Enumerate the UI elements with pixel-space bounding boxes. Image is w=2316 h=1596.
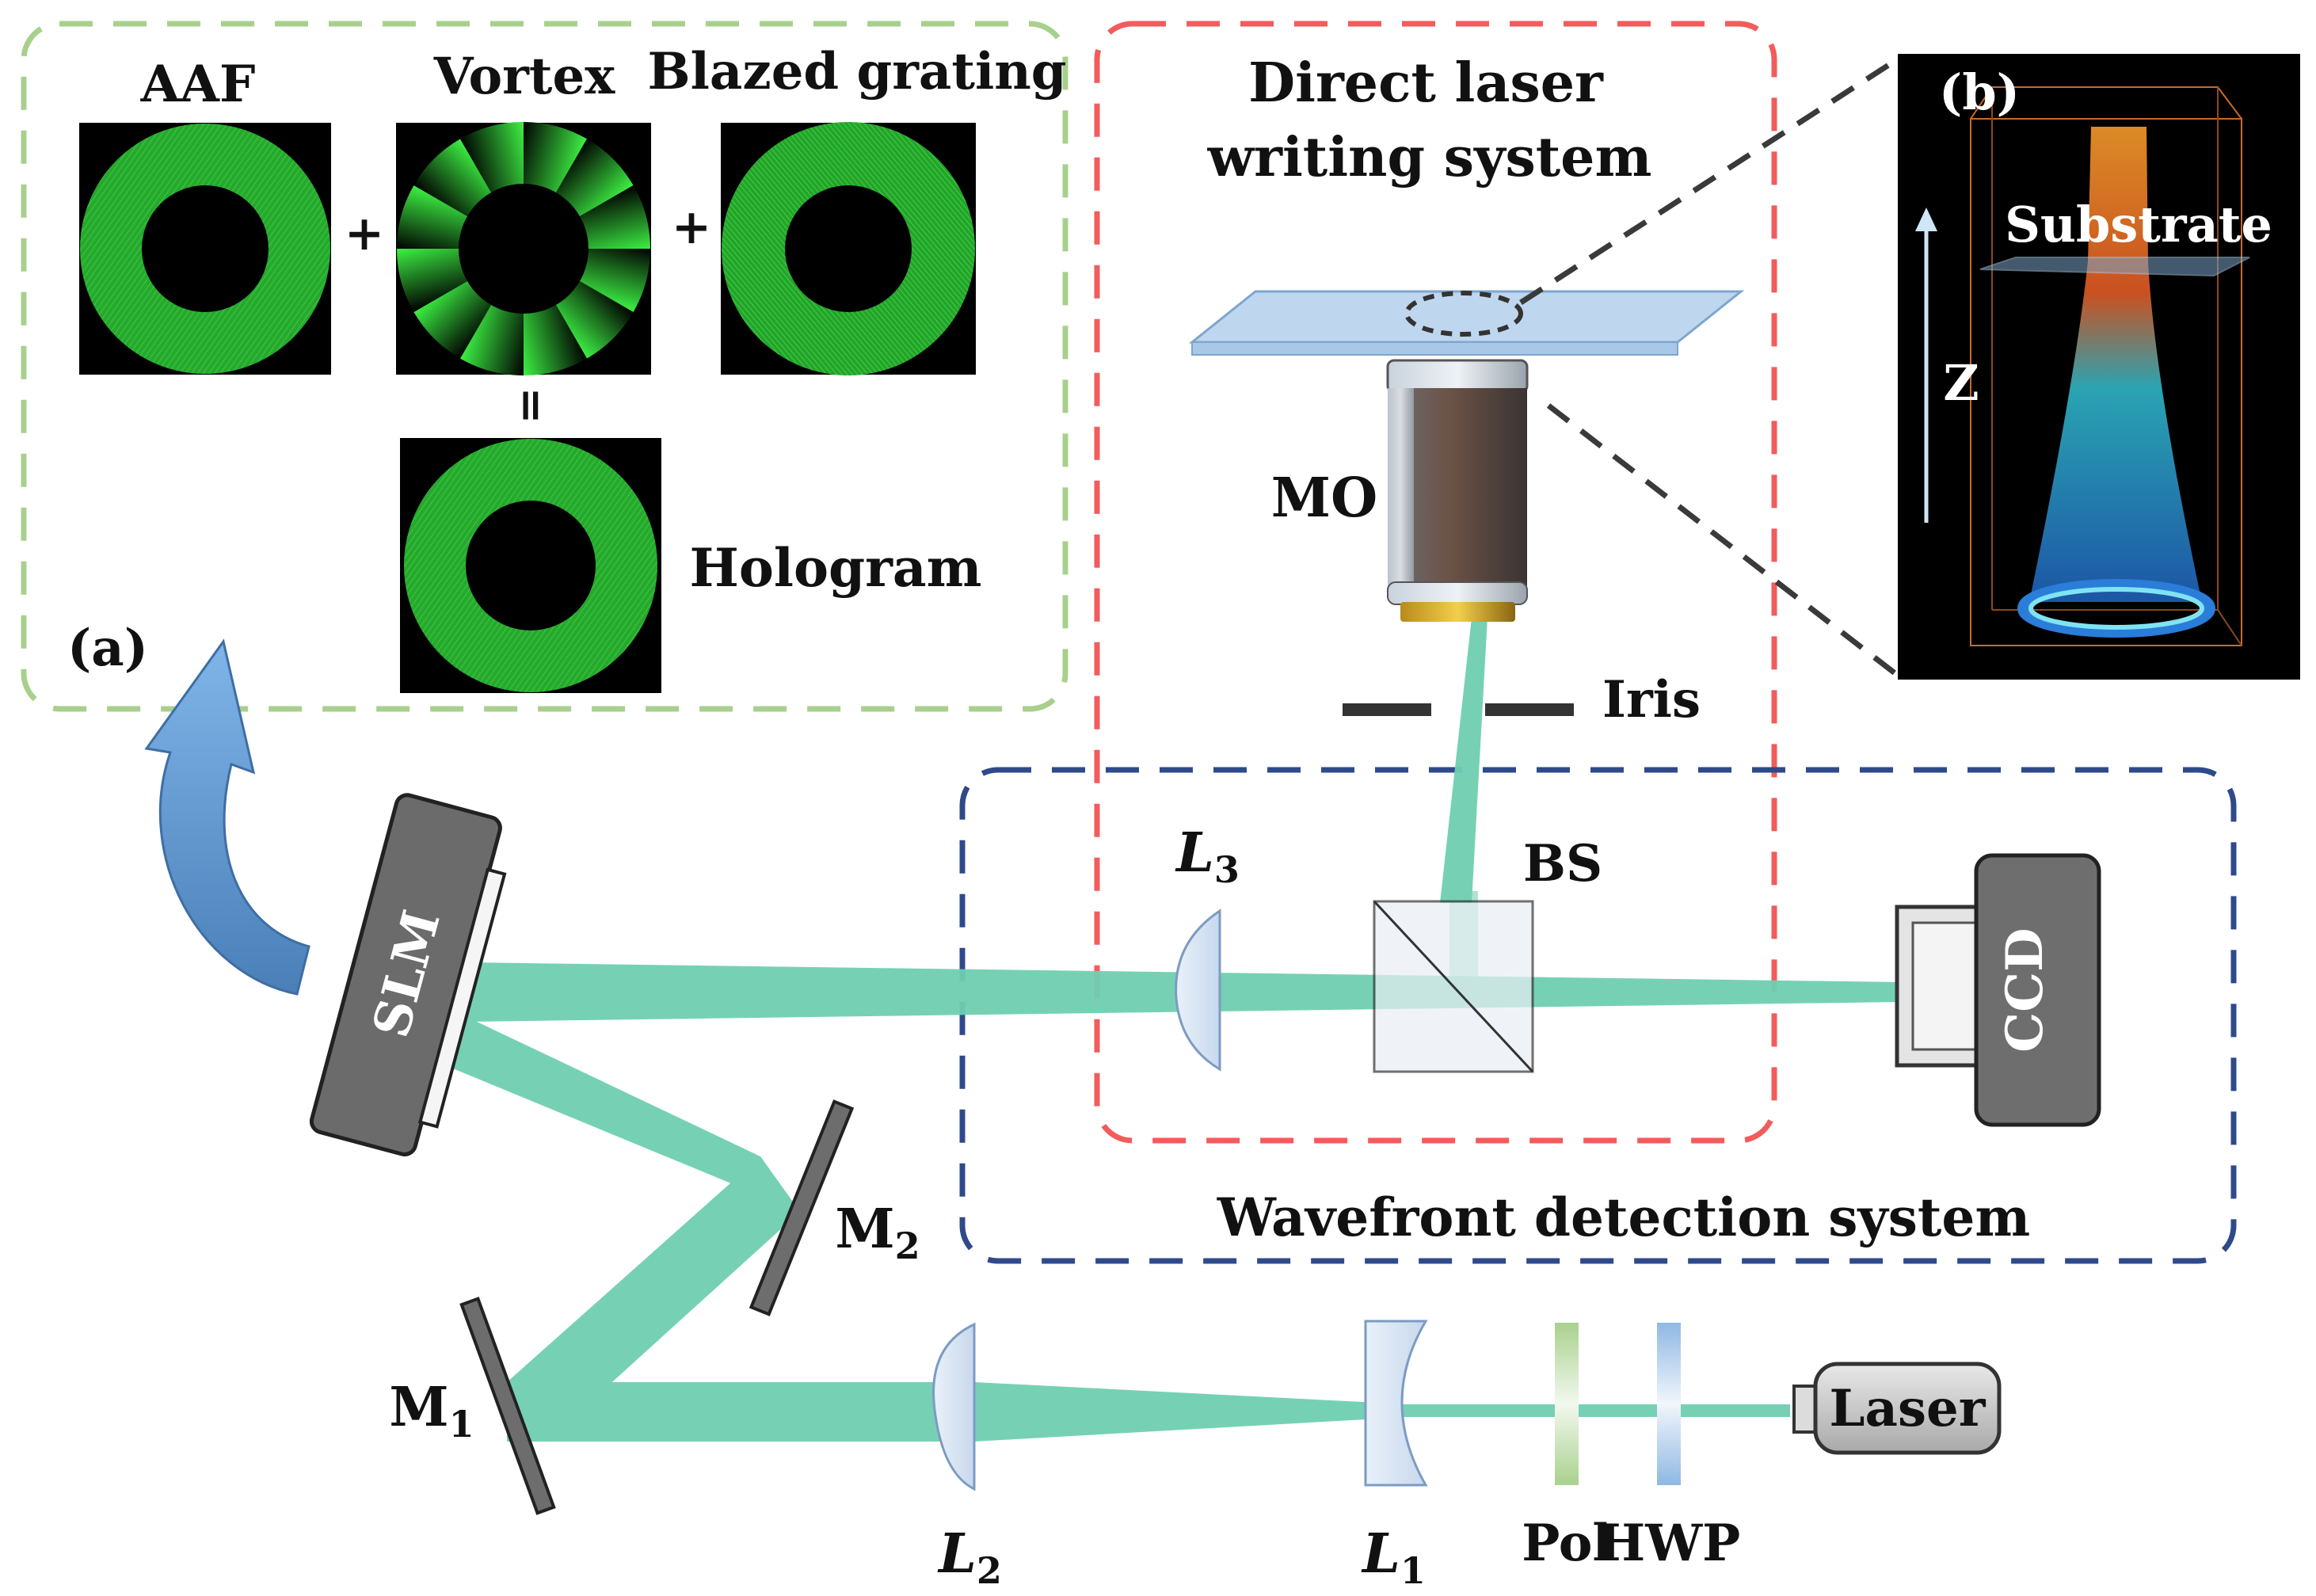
m2-subscript: 2 <box>895 1225 920 1267</box>
blazed-grating-hologram <box>721 122 976 375</box>
equals-sign: = <box>505 387 558 425</box>
lens-l1 <box>1364 1320 1428 1487</box>
laser-beam-path <box>436 618 1901 1442</box>
m1-subscript: 1 <box>449 1403 474 1446</box>
plus-sign-1: + <box>345 206 384 261</box>
slm-to-hologram-arrow <box>144 638 310 996</box>
m1-label: M1 <box>389 1376 474 1446</box>
l2-subscript: 2 <box>977 1549 1002 1592</box>
mo-label: MO <box>1271 467 1378 530</box>
laser-label: Laser <box>1830 1379 1987 1438</box>
zoom-line-top <box>1519 55 1903 305</box>
l3-subscript: 3 <box>1214 848 1240 891</box>
pol-label: Pol <box>1522 1514 1611 1573</box>
l1-label: L1 <box>1361 1522 1426 1592</box>
lens-l3 <box>1175 908 1221 1072</box>
l3-label: L3 <box>1175 821 1240 891</box>
wavefront-system-label: Wavefront detection system <box>1217 1187 2030 1248</box>
panel-a-box <box>21 21 1068 712</box>
ccd-camera <box>1895 853 2101 1127</box>
mirror-m2 <box>749 1099 855 1316</box>
dlw-system-box <box>1094 21 1777 1144</box>
iris-right-blade <box>1485 703 1574 716</box>
vortex-label: Vortex <box>433 47 615 106</box>
l1-subscript: 1 <box>1400 1549 1426 1592</box>
aaf-hologram <box>79 123 331 375</box>
iris-label: Iris <box>1602 670 1701 729</box>
laser-source <box>1792 1362 2002 1455</box>
iris-left-blade <box>1343 703 1431 716</box>
half-wave-plate <box>1657 1323 1681 1485</box>
polarizer <box>1555 1323 1579 1485</box>
lens-l2 <box>932 1322 976 1491</box>
z-axis-label: Z <box>1943 354 1979 412</box>
wavefront-system-box <box>959 767 2237 1264</box>
panel-b-tag: (b) <box>1939 63 2020 121</box>
mirror-m1 <box>459 1297 556 1515</box>
slm-device <box>309 793 507 1156</box>
focus-region-marker <box>1404 291 1523 337</box>
hologram-label: Hologram <box>690 537 982 599</box>
panel-b-simulation <box>1898 54 2300 680</box>
plus-sign-2: + <box>672 200 711 255</box>
blazed-grating-label: Blazed grating <box>647 42 1066 101</box>
zoom-line-bottom <box>1546 403 1899 677</box>
combined-hologram <box>400 438 661 693</box>
dlw-system-label-line2: writing system <box>1207 126 1652 189</box>
microscope-objective <box>1386 359 1529 622</box>
beam-splitter <box>1373 900 1534 1073</box>
hwp-label: HWP <box>1598 1514 1740 1573</box>
vortex-hologram <box>396 122 651 375</box>
l2-label: L2 <box>937 1522 1002 1592</box>
dlw-system-label-line1: Direct laser <box>1248 51 1604 115</box>
panel-a-tag: (a) <box>67 619 148 678</box>
bs-label: BS <box>1523 834 1602 893</box>
m2-label: M2 <box>835 1198 920 1267</box>
substrate-label: Substrate <box>2005 196 2272 253</box>
ccd-label: CCD <box>1995 928 2055 1052</box>
aaf-label: AAF <box>140 55 256 114</box>
